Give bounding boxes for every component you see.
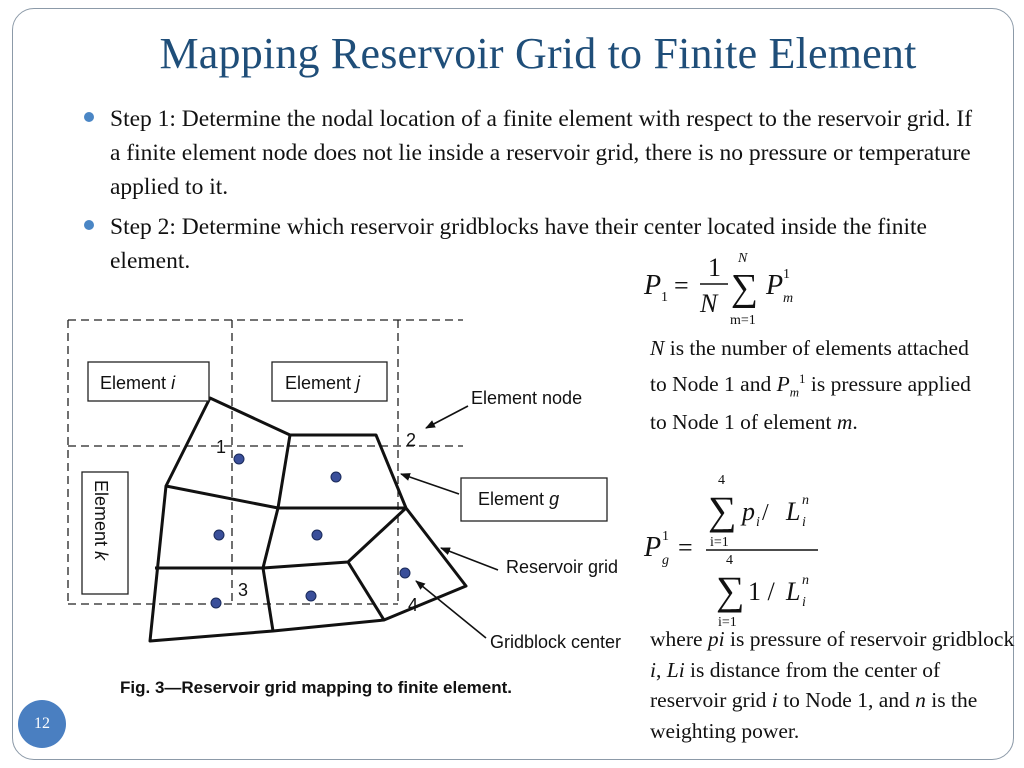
bullet-dot-icon (84, 112, 94, 122)
svg-text:1: 1 (708, 253, 721, 282)
var-N: N (650, 336, 665, 360)
svg-text:P: P (765, 270, 783, 301)
svg-text:p: p (740, 497, 755, 526)
svg-text:=: = (674, 271, 689, 300)
bullet-text: Step 1: Determine the nodal location of … (110, 106, 973, 200)
svg-text:=: = (678, 533, 693, 562)
slide-title: Mapping Reservoir Grid to Finite Element (159, 29, 917, 78)
element-j-label: Element j (285, 373, 361, 393)
gridblock-center-dots (210, 453, 411, 609)
svg-text:1 /: 1 / (748, 577, 776, 606)
bullet-list: Step 1: Determine the nodal location of … (78, 102, 978, 284)
svg-text:N: N (737, 251, 748, 266)
svg-text:∑: ∑ (716, 568, 745, 613)
node-1-label: 1 (216, 437, 226, 457)
svg-text:/: / (762, 500, 769, 526)
svg-text:m: m (783, 291, 793, 306)
svg-text:m=1: m=1 (730, 313, 756, 328)
svg-text:i: i (802, 595, 806, 610)
svg-text:4: 4 (726, 553, 733, 568)
svg-text:g: g (662, 553, 669, 568)
figure-caption: Fig. 3—Reservoir grid mapping to finite … (120, 678, 512, 697)
bullet-step-2: Step 2: Determine which reservoir gridbl… (78, 210, 950, 278)
svg-text:P: P (643, 270, 661, 301)
node-4-label: 4 (408, 595, 418, 615)
svg-text:1: 1 (783, 267, 790, 282)
annotation-arrows (400, 405, 499, 639)
svg-text:i=1: i=1 (718, 615, 737, 628)
bullet-dot-icon (84, 220, 94, 230)
svg-text:n: n (802, 573, 809, 588)
element-i-label: Element i (100, 373, 176, 393)
svg-text:∑: ∑ (708, 488, 737, 533)
reservoir-grid-figure: Element i Element j Element k Element g … (67, 319, 621, 697)
svg-text:4: 4 (718, 473, 725, 488)
gridblock-center-label: Gridblock center (490, 632, 621, 652)
explanation-gridblock-pressure: where pi is pressure of reservoir gridbl… (650, 627, 1015, 743)
bullet-text: Step 2: Determine which reservoir gridbl… (110, 214, 927, 274)
svg-text:i: i (756, 515, 760, 530)
node-3-label: 3 (238, 580, 248, 600)
bullet-step-1: Step 1: Determine the nodal location of … (78, 102, 978, 204)
svg-text:n: n (802, 493, 809, 508)
page-number-badge: 12 (18, 700, 66, 748)
svg-text:1: 1 (661, 290, 668, 305)
svg-text:∑: ∑ (731, 267, 758, 309)
explanation-node-pressure: N is the number of elements attached to … (650, 336, 971, 435)
equation-gridblock-pressure: P 1 g = 4 ∑ i=1 p i / L n i 4 ∑ i=1 1 / … (643, 473, 818, 628)
svg-text:P: P (643, 532, 661, 563)
svg-text:1: 1 (662, 529, 669, 544)
node-2-label: 2 (406, 430, 416, 450)
svg-text:i=1: i=1 (710, 535, 729, 550)
svg-text:L: L (785, 577, 800, 606)
finite-element-dashed-grid (67, 319, 463, 605)
reservoir-grid-label: Reservoir grid (506, 557, 618, 577)
svg-text:L: L (785, 497, 800, 526)
element-g-label: Element g (478, 489, 559, 509)
element-k-label: Element k (91, 480, 111, 561)
slide-frame (12, 8, 1014, 760)
svg-text:N: N (699, 289, 719, 318)
reservoir-grid-lines (148, 396, 468, 643)
equation-node-pressure: P 1 = 1 N N ∑ m=1 P 1 m (643, 251, 793, 328)
element-node-label: Element node (471, 388, 582, 408)
svg-text:i: i (802, 515, 806, 530)
